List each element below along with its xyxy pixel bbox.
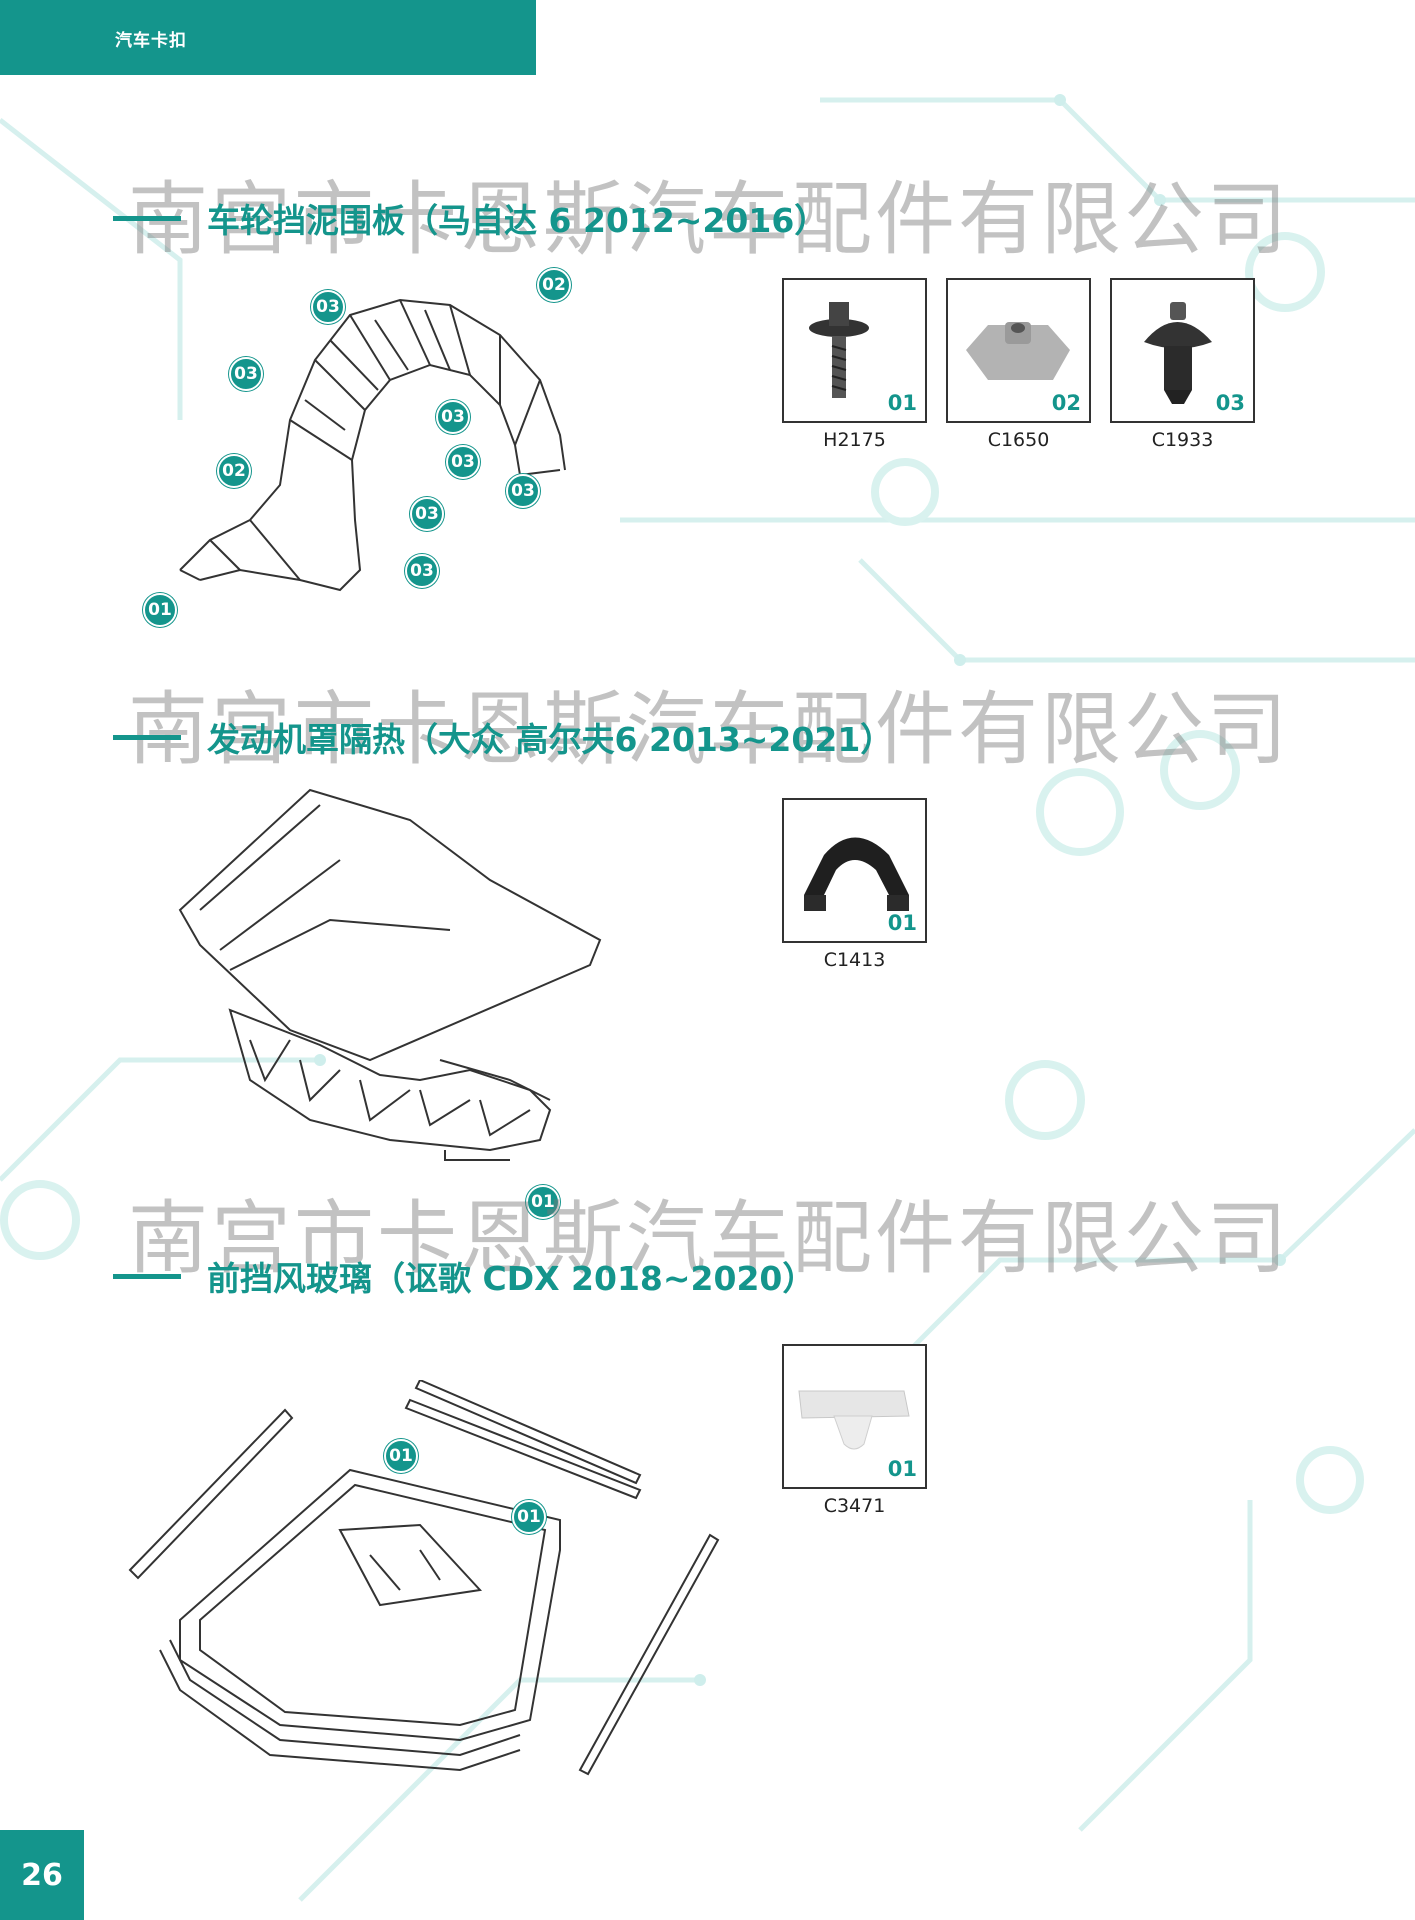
callout-01: 01 [512,1500,546,1534]
part-image-box: 03 [1110,278,1255,423]
part-card-h2175[interactable]: 01 H2175 [782,278,927,451]
part-number: 01 [887,911,917,935]
title-dash [113,1273,181,1279]
title-dash [113,215,181,221]
windshield-diagram [128,1380,720,1776]
callout-01: 01 [526,1185,560,1219]
part-number: 03 [1215,391,1245,415]
u-nut-icon [966,322,1070,380]
part-code: C1933 [1151,429,1214,451]
part-image-box: 02 [946,278,1091,423]
title-dash [113,734,181,740]
section-title-text: 前挡风玻璃（讴歌 CDX 2018~2020） [207,1259,816,1298]
callout-03: 03 [410,497,444,531]
part-image-box: 01 [782,798,927,943]
section-title-text: 发动机罩隔热（大众 高尔夫6 2013~2021） [207,720,894,759]
section-title-2: 发动机罩隔热（大众 高尔夫6 2013~2021） [113,713,893,761]
header-bar: 汽车卡扣 [0,0,536,75]
part-code: C3471 [823,1495,886,1517]
part-image-box: 01 [782,1344,927,1489]
page-number-box: 26 [0,1830,84,1920]
callout-03: 03 [229,357,263,391]
callout-01: 01 [384,1439,418,1473]
callout-03: 03 [311,290,345,324]
part-card-c1933[interactable]: 03 C1933 [1110,278,1255,451]
section-title-1: 车轮挡泥围板（马自达 6 2012~2016） [113,194,827,242]
callout-01: 01 [143,593,177,627]
part-card-c1413[interactable]: 01 C1413 [782,798,927,971]
part-code: C1650 [987,429,1050,451]
glass-clip-icon [798,1390,910,1450]
part-image-box: 01 [782,278,927,423]
part-card-c3471[interactable]: 01 C3471 [782,1344,927,1517]
fender-liner-diagram [179,298,566,592]
callout-03: 03 [446,445,480,479]
part-card-c1650[interactable]: 02 C1650 [946,278,1091,451]
callout-03: 03 [405,554,439,588]
callout-03: 03 [436,400,470,434]
callout-03: 03 [506,474,540,508]
clip-icon [804,837,909,911]
hood-insulation-diagram [178,788,602,1161]
push-rivet-icon [1144,302,1212,404]
part-code: C1413 [823,949,886,971]
callout-02: 02 [537,268,571,302]
bolt-icon [809,302,869,398]
part-number: 02 [1051,391,1081,415]
part-code: H2175 [823,429,886,451]
page-number: 26 [21,1858,63,1893]
part-number: 01 [887,1457,917,1481]
part-number: 01 [887,391,917,415]
header-title: 汽车卡扣 [115,31,187,51]
section-title-3: 前挡风玻璃（讴歌 CDX 2018~2020） [113,1252,815,1300]
section-title-text: 车轮挡泥围板（马自达 6 2012~2016） [207,201,828,240]
callout-02: 02 [217,454,251,488]
